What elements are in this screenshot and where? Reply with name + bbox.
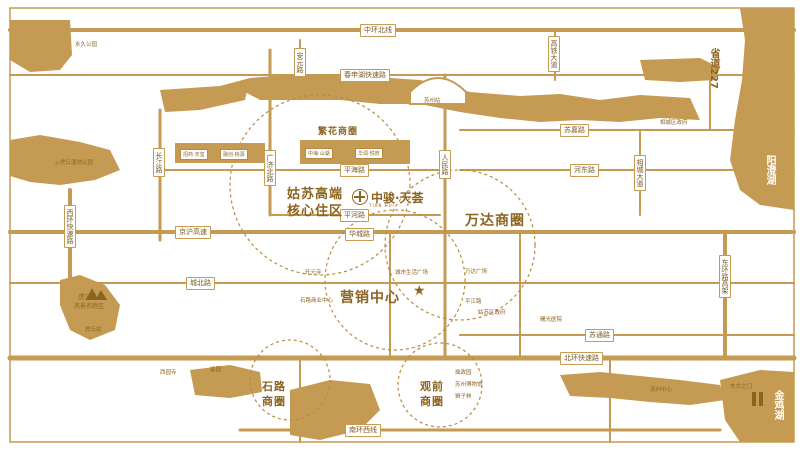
road-label-zhonghuan-north: 中环北线 (360, 24, 396, 37)
station-arch (409, 77, 467, 105)
lake-yangcheng: 阳澄湖 (764, 155, 775, 185)
road-label-jinghu: 京沪高速 (175, 226, 211, 239)
poi-xiyuan: 西园寺 (160, 370, 177, 376)
road-label-xiangcheng-dadao: 相城大道 (634, 155, 646, 191)
project-badge-3: 中海·山湖 (305, 148, 333, 159)
lake-jinji: 金鸡湖 (772, 390, 783, 420)
marketing-center-star-icon: ★ (413, 283, 426, 299)
road-label-west-ring: 西环快速路 (64, 205, 76, 248)
poi-xiangcheng-gov: 相城区政府 (660, 120, 688, 126)
road-label-sutong: 苏通路 (585, 329, 614, 342)
poi-station: 苏州站 (424, 98, 441, 104)
poi-dot-icon (55, 160, 59, 165)
road-label-beihuan: 北环快速路 (560, 352, 603, 365)
water-top-left (10, 20, 72, 72)
road-label-hedong: 河东路 (570, 164, 599, 177)
road-label-pinghai: 平海路 (340, 164, 369, 177)
road-label-guangji-north: 广济北路 (264, 150, 276, 186)
water-yangcheng (730, 8, 794, 210)
brand-subtitle: TIAN HUI (369, 203, 395, 208)
road-label-huacheng: 华城路 (345, 228, 374, 241)
poi-suzhou-center: 苏州中心 (650, 387, 673, 393)
water-huqiu (60, 275, 120, 340)
road-label-gaotie: 高铁大道 (548, 36, 560, 72)
huqiu-hill-icon (86, 288, 98, 300)
water-left-top (160, 78, 250, 112)
business-circles (229, 94, 536, 428)
poi-shuguang: 曙光医院 (540, 317, 563, 323)
poi-huqiu-2: 风景名胜区 (74, 303, 105, 310)
poi-shizilin: 狮子林 (455, 394, 472, 400)
water-liuyuan (190, 365, 262, 398)
district-gusu: 姑苏高端 (287, 187, 344, 202)
district-gusu-2: 核心住区 (287, 204, 344, 219)
poi-wanda-plaza: 万达广场 (465, 269, 488, 275)
poi-liuyuan: 留园 (210, 367, 222, 373)
road-label-chengbei: 城北路 (186, 277, 215, 290)
highway-badge-227: 省道227 (708, 48, 719, 89)
poi-huqiu: 虎丘山 (78, 293, 99, 301)
tower-icon (752, 392, 756, 406)
poi-gusu-gov: 姑苏区政府 (478, 310, 506, 316)
district-shilu-2: 商圈 (262, 395, 286, 408)
poi-shilu-center: 石路商业中心 (300, 298, 334, 304)
brand-logo: 中骏·天荟 (352, 186, 444, 208)
project-badge-1: 招商·天玺 (180, 149, 208, 160)
road-label-east-ring: 东环路高架 (719, 255, 731, 298)
poi-zhuozhengyuan: 拙政园 (455, 370, 472, 376)
poi-huqiu-park: 虎丘湿地公园 (55, 158, 93, 166)
district-marketing-center: 营销中心 (340, 290, 400, 306)
poi-kaiyuan: 开元寺 (305, 270, 322, 276)
water-left-mid (10, 135, 120, 185)
road-label-nanhuan-west: 南环西线 (345, 424, 381, 437)
district-guanqian: 观前 (420, 380, 444, 393)
road-label-changjiang: 长江路 (153, 148, 165, 177)
poi-dongfang: 东方之门 (730, 384, 753, 390)
road-label-chunshen: 春申湖快速路 (340, 69, 390, 82)
road-label-anyuan: 安元路 (294, 48, 306, 77)
district-fanhua: 繁花商圈 (318, 127, 359, 137)
brand-name: 中骏·天荟 (371, 190, 424, 205)
road-label-sujia: 苏嘉路 (560, 124, 589, 137)
road-label-renmin: 人民路 (439, 150, 451, 179)
water-chunshen (245, 74, 700, 122)
poi-museum: 苏州博物馆 (455, 382, 483, 388)
water-jinji (720, 370, 794, 442)
district-wanda: 万达商圈 (465, 213, 525, 229)
district-shilu: 石路 (262, 380, 286, 393)
poi-city-life: 城市生活广场 (395, 270, 429, 276)
district-guanqian-2: 商圈 (420, 395, 444, 408)
brand-mark-icon (352, 189, 368, 205)
water-bottom-band (560, 372, 725, 405)
poi-huqiu-station: 虎丘站 (85, 327, 102, 333)
poi-yongjiu-park: 永久公园 (75, 42, 98, 48)
road-label-pinghe: 平河路 (340, 209, 369, 222)
poi-pingjiang: 平江路 (465, 299, 482, 305)
project-badge-2: 融创·桃源 (220, 149, 248, 160)
project-badge-4: 华润·悦府 (355, 148, 383, 159)
